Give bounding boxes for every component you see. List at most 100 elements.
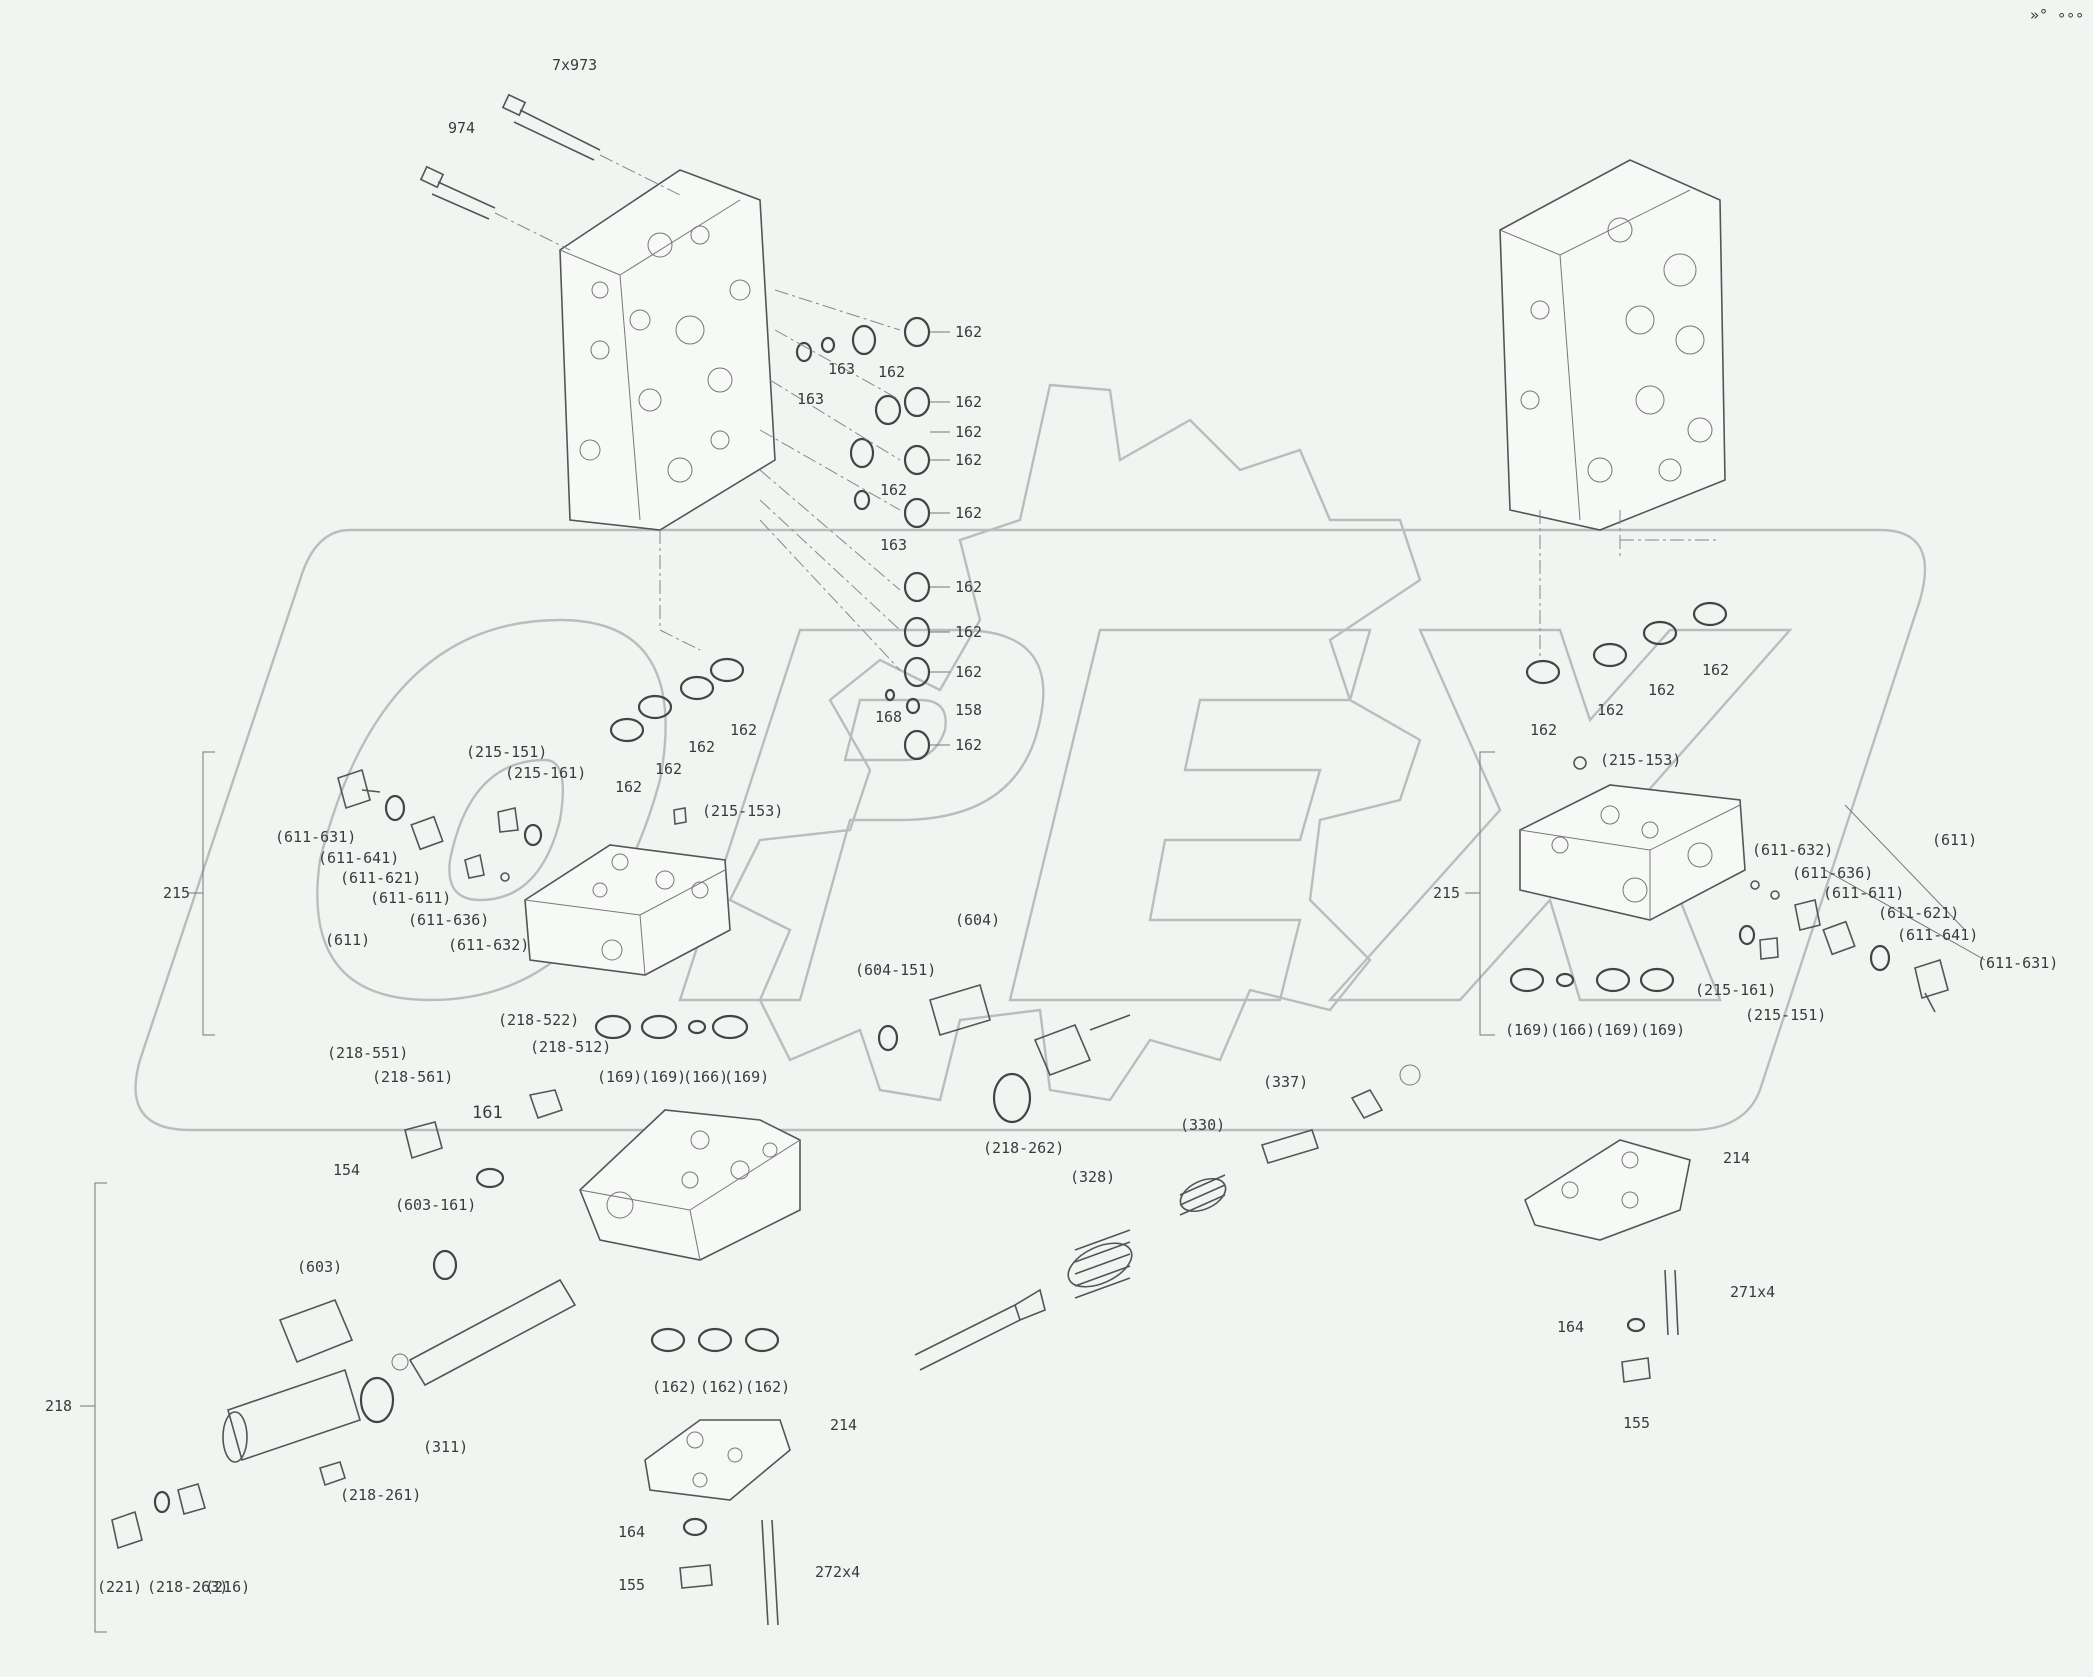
label-611-641-left: (611-641) [318,849,399,867]
label-162: 162 [880,481,907,499]
label-604-151: (604-151) [855,961,936,979]
label-215-153-right: (215-153) [1600,751,1681,769]
label-611-621-left: (611-621) [340,869,421,887]
label-611-611-left: (611-611) [370,889,451,907]
relief-valve-block-left [524,844,731,976]
pilot-cover-lower [644,1419,791,1626]
main-valve-block-left [559,169,776,531]
label-214: 214 [1723,1149,1750,1167]
pilot-parts-center [391,984,1421,1371]
label-162: 162 [955,423,982,441]
label-311: (311) [423,1438,468,1456]
label-163: 163 [880,536,907,554]
label-163: 163 [797,390,824,408]
label-218-512: (218-512) [530,1038,611,1056]
bracket-215-left [188,751,215,1036]
label-169: (169) [724,1068,769,1086]
label-162: 162 [730,721,757,739]
label-162: 162 [878,363,905,381]
label-162: 162 [955,578,982,596]
relief-valve-parts-right [1573,756,1949,1013]
label-611-631-left: (611-631) [275,828,356,846]
o-rings-mid-left [384,657,749,1040]
label-162: 162 [955,736,982,754]
label-162: 162 [1597,701,1624,719]
label-162-paren: (162) [700,1378,745,1396]
corner-mark: »° ∘∘∘ [2030,6,2084,24]
label-162: 162 [955,323,982,341]
label-218-561: (218-561) [372,1068,453,1086]
label-162: 162 [955,393,982,411]
label-162: 162 [655,760,682,778]
label-166: (166) [683,1068,728,1086]
label-162: 162 [688,738,715,756]
label-169: (169) [1640,1021,1685,1039]
label-218: 218 [45,1397,72,1415]
label-218-551: (218-551) [327,1044,408,1062]
o-rings-lower-center [153,1024,1032,1537]
bolt-973 [501,93,601,161]
label-168: 168 [875,708,902,726]
spring-328 [1067,1229,1133,1299]
label-155: 155 [1623,1414,1650,1432]
label-164: 164 [1557,1318,1584,1336]
label-162-paren: (162) [652,1378,697,1396]
label-328: (328) [1070,1168,1115,1186]
label-162: 162 [955,451,982,469]
label-169: (169) [1595,1021,1640,1039]
label-974: 974 [448,119,475,137]
label-611-636-left: (611-636) [408,911,489,929]
label-216: (216) [205,1578,250,1596]
opex-watermark [134,383,1927,1132]
o-rings-mid-right [1509,924,1891,993]
label-169: (169) [1505,1021,1550,1039]
bracket-215-right [1465,751,1495,1036]
label-221: (221) [97,1578,142,1596]
o-rings-right-top [1525,601,1728,685]
spool-housing [579,1109,801,1261]
label-162: 162 [955,623,982,641]
label-218-522: (218-522) [498,1011,579,1029]
label-611-632-left: (611-632) [448,936,529,954]
label-162: 162 [1530,721,1557,739]
relief-valve-block-right [1519,784,1746,921]
spool-assembly [111,1089,577,1550]
label-215-151-left: (215-151) [466,743,547,761]
label-215-right: 215 [1433,884,1460,902]
label-158: 158 [955,701,982,719]
label-154: 154 [333,1161,360,1179]
label-611-632-right: (611-632) [1752,841,1833,859]
label-163: 163 [828,360,855,378]
label-603-161: (603-161) [395,1196,476,1214]
label-337: (337) [1263,1073,1308,1091]
pilot-cover-right [1524,1139,1691,1383]
label-611-611-right: (611-611) [1823,884,1904,902]
label-162: 162 [1702,661,1729,679]
label-218-263: (218-263) [147,1578,228,1596]
part-labels: 7x973 974 162 163 162 163 162 162 162 16… [45,56,2058,1596]
label-611-631-right: (611-631) [1977,954,2058,972]
label-611-621-right: (611-621) [1878,904,1959,922]
label-155: 155 [618,1576,645,1594]
label-215-161-right: (215-161) [1695,981,1776,999]
label-603: (603) [297,1258,342,1276]
label-7x973: 7x973 [552,56,597,74]
label-166: (166) [1550,1021,1595,1039]
label-164: 164 [618,1523,645,1541]
label-214: 214 [830,1416,857,1434]
label-215-left: 215 [163,884,190,902]
label-611-left: (611) [325,931,370,949]
label-169: (169) [641,1068,686,1086]
label-162: 162 [1648,681,1675,699]
label-611-right: (611) [1932,831,1977,849]
label-271x4: 271x4 [1730,1283,1775,1301]
label-218-262: (218-262) [983,1139,1064,1157]
label-611-641-right: (611-641) [1897,926,1978,944]
label-330: (330) [1180,1116,1225,1134]
label-272x4: 272x4 [815,1563,860,1581]
leader-lines-left-column [659,289,950,746]
label-161: 161 [472,1103,503,1123]
bolt-974 [419,165,496,220]
label-218-261: (218-261) [340,1486,421,1504]
